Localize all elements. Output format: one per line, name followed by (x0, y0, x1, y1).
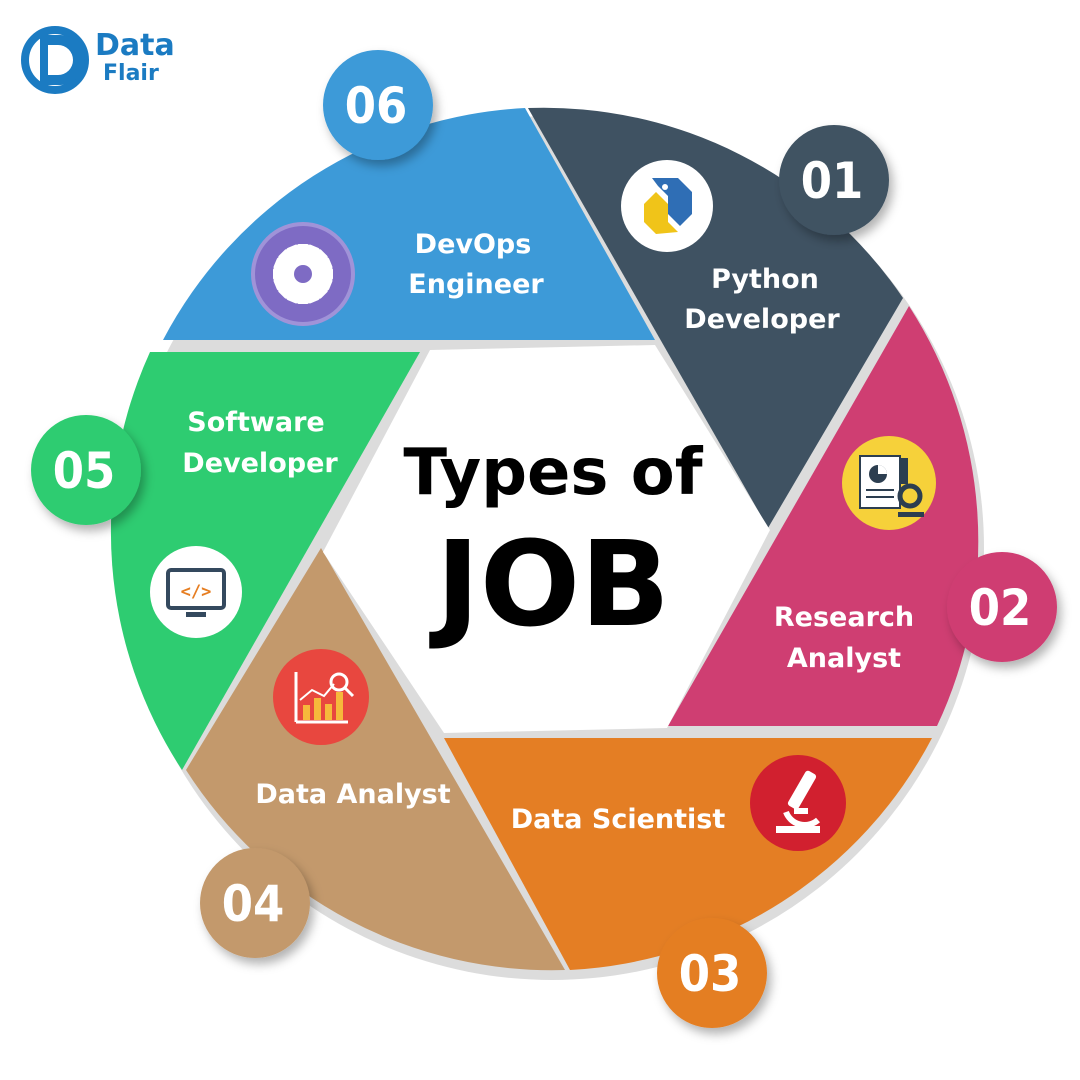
python-logo-icon (621, 160, 713, 252)
badge-number-05: 05 (53, 442, 116, 500)
badge-number-03: 03 (679, 945, 742, 1003)
label-software-line1: Software (187, 407, 324, 438)
title-line1: Types of (403, 436, 703, 510)
logo-text-data: Data (95, 28, 175, 63)
dataflair-logo: Data Flair (21, 26, 175, 94)
label-data-analyst: Data Analyst (255, 779, 450, 810)
label-devops-line2: Engineer (408, 269, 544, 300)
label-devops-line1: DevOps (415, 229, 532, 260)
badge-number-01: 01 (801, 152, 864, 210)
logo-text-flair: Flair (103, 61, 159, 86)
badge-number-04: 04 (222, 875, 285, 933)
svg-text:</>: </> (181, 582, 212, 602)
code-monitor-icon: </> (150, 546, 242, 638)
badge-05: 05 (31, 415, 141, 525)
bar-chart-magnifier-icon (273, 649, 369, 745)
badge-03: 03 (657, 918, 767, 1028)
label-research-line1: Research (774, 602, 914, 633)
label-python-line2: Developer (684, 304, 840, 335)
badge-number-06: 06 (345, 77, 408, 135)
gear-icon (251, 222, 355, 326)
badge-02: 02 (947, 552, 1057, 662)
segment-software-developer (110, 352, 420, 770)
badge-number-02: 02 (969, 579, 1032, 637)
label-software-line2: Developer (182, 448, 338, 479)
badge-06: 06 (323, 50, 433, 160)
center-hexagon (323, 345, 770, 733)
label-python-line1: Python (711, 264, 819, 295)
badge-01: 01 (779, 125, 889, 235)
segment-research-analyst (668, 306, 979, 726)
badge-04: 04 (200, 848, 310, 958)
label-data-scientist: Data Scientist (511, 804, 726, 835)
label-research-line2: Analyst (787, 643, 901, 674)
research-report-icon (842, 436, 936, 530)
title-line2: JOB (429, 515, 670, 653)
microscope-icon (750, 755, 846, 851)
